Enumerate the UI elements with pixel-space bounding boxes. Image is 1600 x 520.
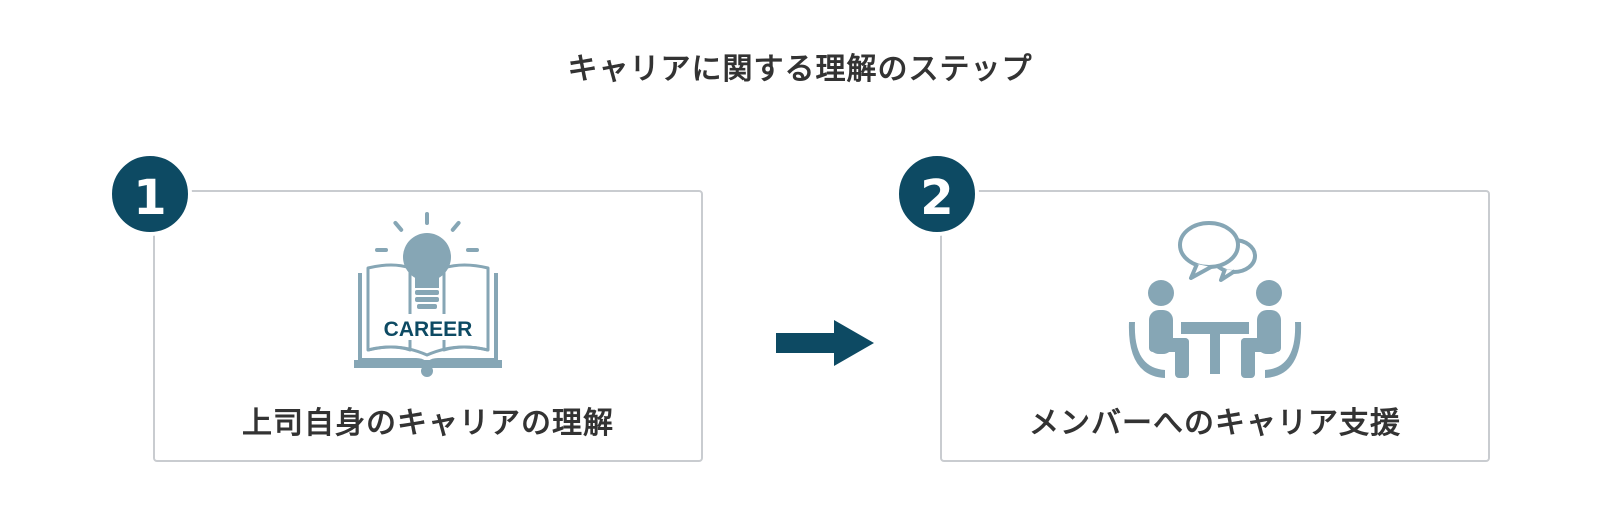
step-label-2: メンバーへのキャリア支援: [1029, 406, 1401, 441]
step-card-2: メンバーへのキャリア支援: [940, 190, 1490, 462]
career-icon-text: CAREER: [384, 318, 473, 341]
step-number-badge-2: 2: [895, 152, 979, 236]
step-card-1: CAREER 上司自身のキャリアの理解: [153, 190, 703, 462]
step-number-badge-1: 1: [108, 152, 192, 236]
people-conversation-icon: [1128, 221, 1302, 378]
arrow-right-icon: [776, 320, 874, 366]
page-title: キャリアに関する理解のステップ: [567, 52, 1033, 87]
step-label-1: 上司自身のキャリアの理解: [242, 406, 614, 441]
career-book-lightbulb-icon: CAREER: [354, 212, 502, 377]
